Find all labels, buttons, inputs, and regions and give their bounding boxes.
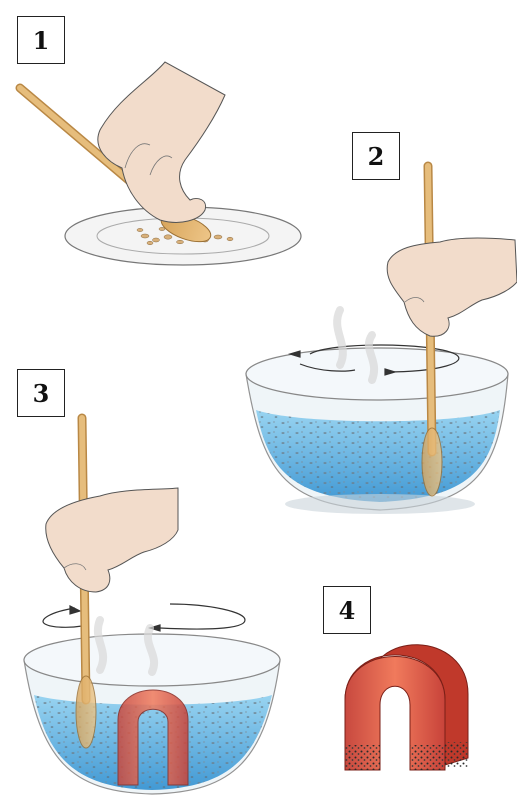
step-number-2: 2 (352, 132, 400, 180)
iron-filings-left (345, 745, 380, 770)
hand-3 (46, 488, 178, 592)
step-number-1: 1 (17, 16, 65, 64)
hand-1 (98, 62, 225, 222)
step1-scene (20, 62, 301, 265)
swirl-arrows-3 (43, 604, 245, 631)
hand-2 (387, 238, 517, 336)
step-number-4: 4 (323, 586, 371, 634)
step3-scene (24, 418, 280, 794)
step-number-3: 3 (17, 369, 65, 417)
step4-scene (345, 645, 468, 770)
iron-filings-right (445, 742, 468, 767)
step2-scene (246, 166, 517, 514)
